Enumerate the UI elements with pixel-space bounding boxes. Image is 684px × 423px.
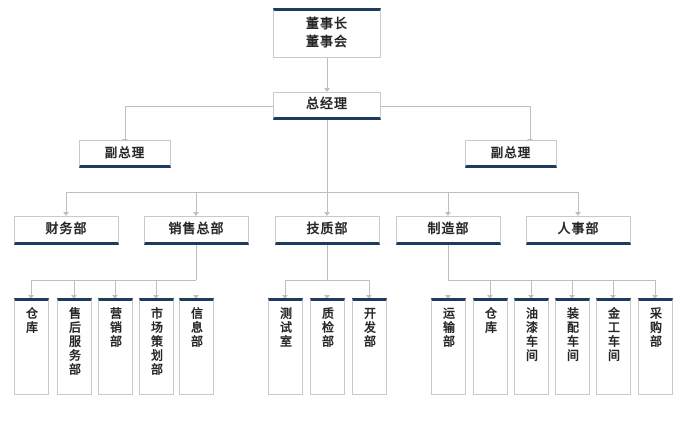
node-unit-test-lab-label: 测试室 bbox=[278, 307, 293, 349]
node-vice-manager-left-label: 副总理 bbox=[104, 144, 146, 160]
arrowhead-tech bbox=[324, 212, 330, 216]
node-unit-assembly-shop-label: 装配车间 bbox=[565, 307, 580, 363]
connector-drop-finance bbox=[66, 192, 67, 212]
connector-drop-wh1 bbox=[31, 280, 32, 296]
connector-drop-tech bbox=[327, 192, 328, 212]
node-unit-quality-control-label: 质检部 bbox=[320, 307, 335, 349]
arrowhead-purchase bbox=[652, 295, 658, 299]
node-unit-information-label: 信息部 bbox=[189, 307, 204, 349]
connector-drop-vgm-right bbox=[530, 106, 531, 139]
node-unit-warehouse-mfg[interactable]: 仓库 bbox=[473, 298, 508, 395]
arrowhead-info bbox=[193, 295, 199, 299]
connector-tech-stem bbox=[327, 245, 328, 280]
node-unit-after-sales-service-label: 售后服务部 bbox=[67, 307, 82, 377]
node-unit-information[interactable]: 信息部 bbox=[179, 298, 214, 395]
node-unit-purchasing-label: 采购部 bbox=[648, 307, 663, 349]
node-department-hr-label: 人事部 bbox=[557, 221, 600, 237]
connector-drop-rnd bbox=[369, 280, 370, 296]
arrowhead-hr bbox=[575, 212, 581, 216]
arrowhead-metal bbox=[610, 295, 616, 299]
node-unit-development[interactable]: 开发部 bbox=[352, 298, 387, 395]
node-unit-market-planning-label: 市场策划部 bbox=[149, 307, 164, 377]
node-unit-quality-control[interactable]: 质检部 bbox=[310, 298, 345, 395]
node-unit-after-sales-service[interactable]: 售后服务部 bbox=[57, 298, 92, 395]
node-unit-warehouse-sales[interactable]: 仓库 bbox=[14, 298, 49, 395]
node-general-manager-label: 总经理 bbox=[305, 97, 348, 113]
arrowhead-testlab bbox=[282, 295, 288, 299]
arrowhead-transport bbox=[445, 295, 451, 299]
connector-gm-left-stub bbox=[125, 106, 274, 107]
arrowhead-rnd bbox=[366, 295, 372, 299]
connector-drop-paint bbox=[531, 280, 532, 296]
node-unit-transport-label: 运输部 bbox=[441, 307, 456, 349]
node-vice-manager-right-label: 副总理 bbox=[490, 144, 532, 160]
node-general-manager[interactable]: 总经理 bbox=[273, 92, 381, 120]
node-department-finance-label: 财务部 bbox=[45, 221, 88, 237]
arrowhead-wh1 bbox=[28, 295, 34, 299]
node-vice-manager-left[interactable]: 副总理 bbox=[79, 140, 171, 168]
connector-gm-right-stub bbox=[381, 106, 530, 107]
node-unit-purchasing[interactable]: 采购部 bbox=[638, 298, 673, 395]
node-department-sales[interactable]: 销售总部 bbox=[144, 216, 249, 245]
node-department-hr[interactable]: 人事部 bbox=[526, 216, 631, 245]
arrowhead-assembly bbox=[569, 295, 575, 299]
arrowhead-sales bbox=[193, 212, 199, 216]
dept-bus bbox=[66, 192, 578, 193]
connector-sales-stem bbox=[196, 245, 197, 280]
node-board-chairman[interactable]: 董事长 董事会 bbox=[273, 8, 381, 58]
connector-drop-aftersale bbox=[74, 280, 75, 296]
node-department-manufacturing-label: 制造部 bbox=[427, 221, 470, 237]
node-unit-metalwork-shop-label: 金工车间 bbox=[606, 307, 621, 363]
node-department-finance[interactable]: 财务部 bbox=[14, 216, 119, 245]
node-department-manufacturing[interactable]: 制造部 bbox=[396, 216, 501, 245]
node-unit-transport[interactable]: 运输部 bbox=[431, 298, 466, 395]
node-unit-assembly-shop[interactable]: 装配车间 bbox=[555, 298, 590, 395]
arrowhead-wh2 bbox=[487, 295, 493, 299]
connector-drop-vgm-left bbox=[125, 106, 126, 139]
node-unit-metalwork-shop[interactable]: 金工车间 bbox=[596, 298, 631, 395]
connector-drop-mfg bbox=[448, 192, 449, 212]
connector-gm-to-dept-bus bbox=[327, 120, 328, 192]
arrowhead-aftersale bbox=[71, 295, 77, 299]
node-unit-paint-shop-label: 油漆车间 bbox=[524, 307, 539, 363]
arrowhead-qc bbox=[324, 295, 330, 299]
node-unit-paint-shop[interactable]: 油漆车间 bbox=[514, 298, 549, 395]
sales-bus bbox=[31, 280, 196, 281]
node-unit-marketing-ops-label: 营销部 bbox=[108, 307, 123, 349]
node-vice-manager-right[interactable]: 副总理 bbox=[465, 140, 557, 168]
node-department-tech-label: 技质部 bbox=[306, 221, 349, 237]
connector-drop-mktops bbox=[115, 280, 116, 296]
node-unit-test-lab[interactable]: 测试室 bbox=[268, 298, 303, 395]
arrowhead-finance bbox=[63, 212, 69, 216]
connector-drop-assembly bbox=[572, 280, 573, 296]
node-unit-development-label: 开发部 bbox=[362, 307, 377, 349]
connector-drop-purchase bbox=[655, 280, 656, 296]
node-unit-marketing-ops[interactable]: 营销部 bbox=[98, 298, 133, 395]
node-department-tech[interactable]: 技质部 bbox=[275, 216, 380, 245]
connector-drop-hr bbox=[578, 192, 579, 212]
arrowhead-paint bbox=[528, 295, 534, 299]
connector-mfg-stem bbox=[448, 245, 449, 280]
node-unit-warehouse-mfg-label: 仓库 bbox=[483, 307, 498, 335]
arrowhead-mfg bbox=[445, 212, 451, 216]
connector-drop-wh2 bbox=[490, 280, 491, 296]
board-line-2: 董事会 bbox=[305, 35, 348, 50]
node-department-sales-label: 销售总部 bbox=[168, 221, 225, 237]
connector-drop-testlab bbox=[285, 280, 286, 296]
connector-drop-mktplan bbox=[156, 280, 157, 296]
tech-bus bbox=[285, 280, 369, 281]
node-unit-warehouse-sales-label: 仓库 bbox=[24, 307, 39, 335]
connector-drop-metal bbox=[613, 280, 614, 296]
node-unit-market-planning[interactable]: 市场策划部 bbox=[139, 298, 174, 395]
arrowhead-mktplan bbox=[153, 295, 159, 299]
connector-drop-sales bbox=[196, 192, 197, 212]
mfg-bus bbox=[448, 280, 655, 281]
board-line-1: 董事长 bbox=[305, 17, 348, 33]
arrowhead-mktops bbox=[112, 295, 118, 299]
connector-board-to-gm bbox=[327, 57, 328, 88]
arrowhead-gm bbox=[324, 88, 330, 92]
node-board-chairman-label: 董事长 董事会 bbox=[306, 16, 348, 51]
